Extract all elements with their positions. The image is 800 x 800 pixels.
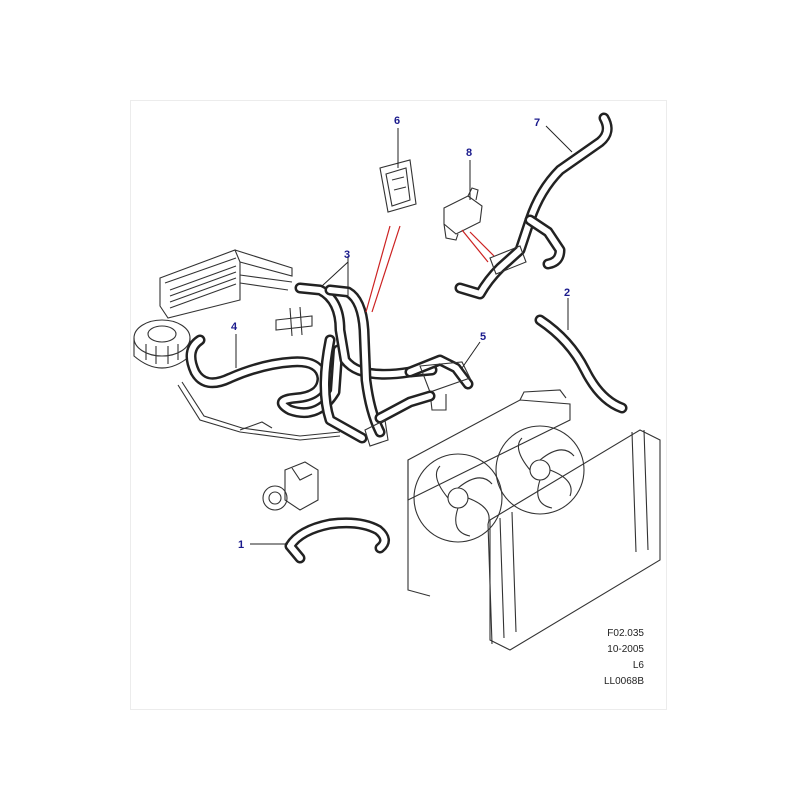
callout-7: 7	[534, 117, 540, 129]
hose-4	[185, 334, 344, 419]
component-8-sensor	[443, 187, 483, 241]
hose-1	[284, 517, 390, 564]
pipe-bracket	[275, 306, 313, 337]
heater-matrix	[159, 249, 293, 319]
callout-1: 1	[238, 539, 244, 551]
hose-5-assembly	[364, 354, 474, 447]
callout-2: 2	[564, 287, 570, 299]
hose-3-pair	[294, 282, 438, 444]
callout-4: 4	[231, 321, 238, 333]
radiator-fan-assembly	[407, 389, 661, 651]
illustration-code: LL0068B	[603, 676, 644, 687]
callout-3: 3	[344, 249, 350, 261]
expansion-tank	[133, 319, 191, 369]
thermostat-housing	[262, 461, 319, 511]
hose-2	[534, 314, 628, 414]
callout-labels: 6 8 7 3 4 5 2 1	[231, 115, 570, 551]
figure-number: F02.035	[607, 628, 644, 639]
callout-8: 8	[466, 147, 472, 159]
red-leader-lines	[365, 225, 495, 313]
revision-date: 10-2005	[607, 644, 644, 655]
bleed-pipe	[177, 381, 341, 441]
engine-code: L6	[632, 660, 644, 671]
callout-leaders	[235, 125, 573, 545]
component-6-clamp	[379, 159, 417, 213]
hose-7	[454, 112, 613, 300]
callout-5: 5	[480, 331, 486, 343]
callout-6: 6	[394, 115, 400, 127]
